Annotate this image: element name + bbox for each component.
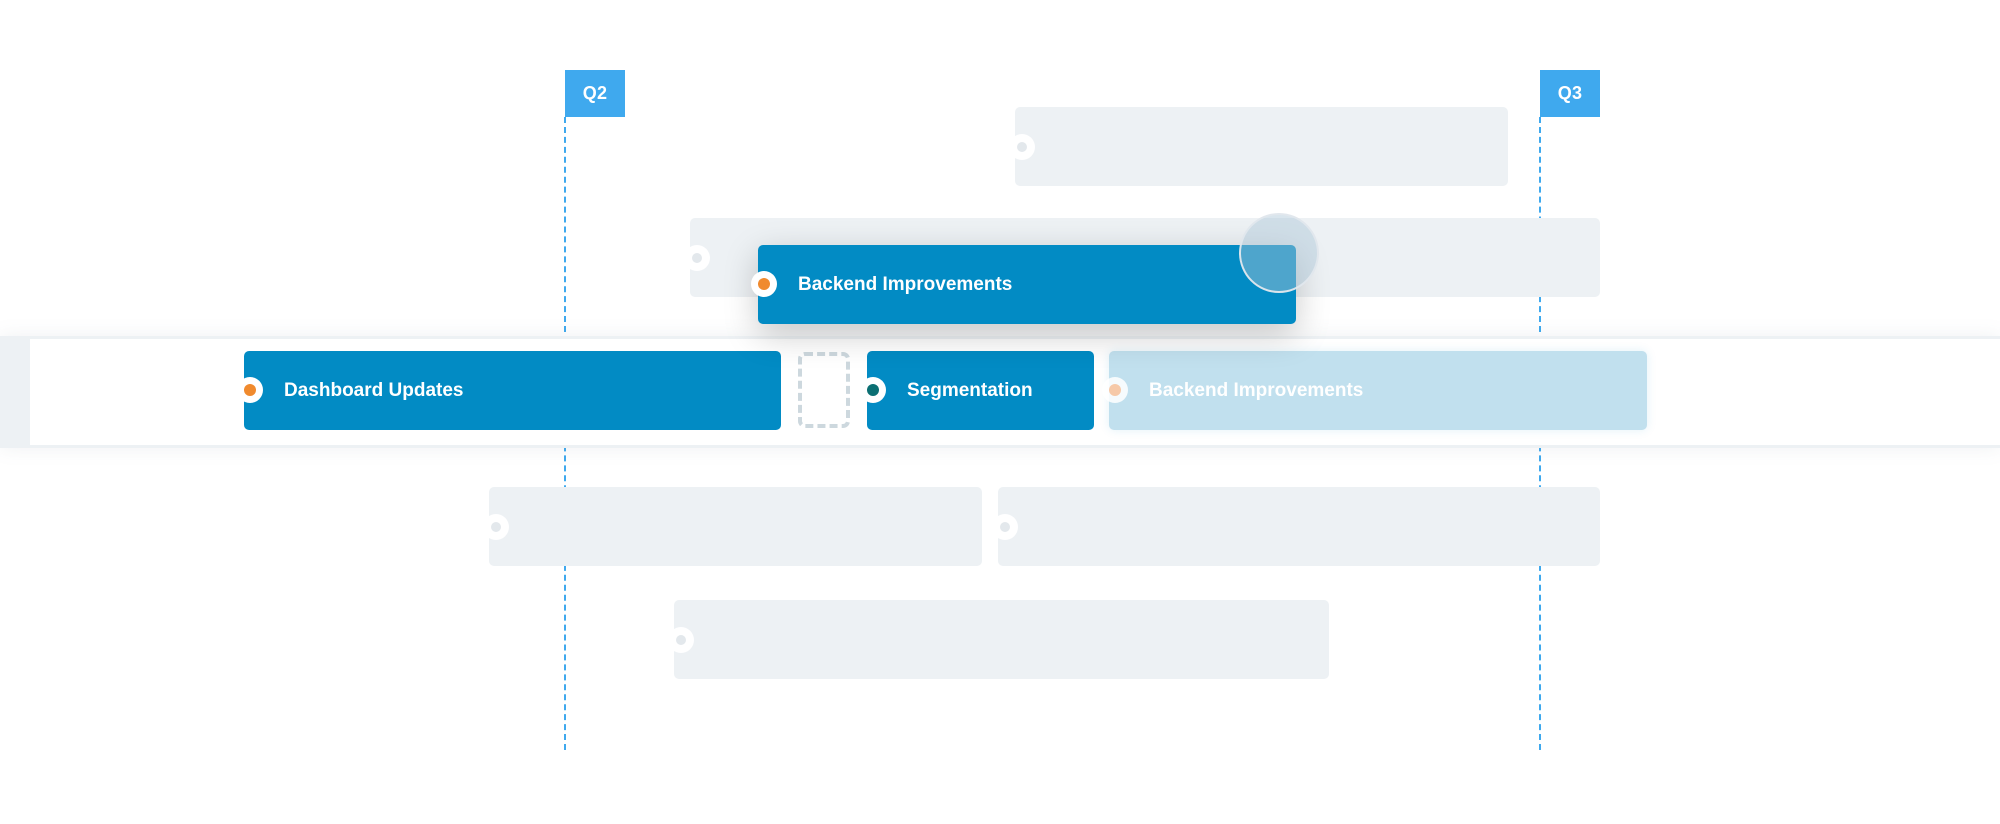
feature-bar-backend-improvements-preview: Backend Improvements	[1102, 351, 1647, 430]
placeholder-bar	[992, 487, 1600, 566]
feature-bar-label: Backend Improvements	[1149, 379, 1364, 401]
placeholder-bar-dot	[992, 514, 1018, 540]
feature-bar-label: Segmentation	[907, 379, 1033, 401]
feature-bar-label: Dashboard Updates	[284, 379, 464, 401]
feature-bar-backend-improvements-dragging[interactable]: Backend Improvements	[751, 245, 1296, 324]
lane-drag-handle[interactable]	[0, 339, 30, 445]
q2-marker-flag[interactable]: Q2	[565, 70, 625, 117]
q3-marker-flag[interactable]: Q3	[1540, 70, 1600, 117]
feature-bar-dashboard-updates[interactable]: Dashboard Updates	[237, 351, 781, 430]
status-dot-icon	[860, 377, 886, 403]
placeholder-bar-dot	[483, 514, 509, 540]
status-dot-icon	[751, 271, 777, 297]
feature-bar-segmentation[interactable]: Segmentation	[860, 351, 1094, 430]
feature-bar-label: Backend Improvements	[798, 273, 1013, 295]
placeholder-bar	[668, 600, 1329, 679]
placeholder-bar-dot	[684, 245, 710, 271]
drop-placeholder	[798, 352, 850, 428]
status-dot-icon	[237, 377, 263, 403]
placeholder-bar-dot	[668, 627, 694, 653]
drag-cursor-icon	[1239, 213, 1319, 293]
status-dot-icon	[1102, 377, 1128, 403]
placeholder-bar-dot	[1009, 134, 1035, 160]
placeholder-bar	[1009, 107, 1508, 186]
placeholder-bar	[483, 487, 982, 566]
